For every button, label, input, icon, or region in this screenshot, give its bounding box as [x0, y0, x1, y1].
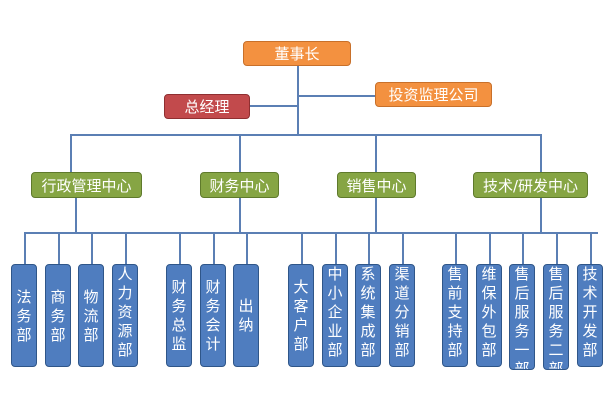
connector-centers-bus: [70, 134, 541, 136]
department-node[interactable]: 法务部: [11, 264, 37, 367]
department-node[interactable]: 出纳: [233, 264, 259, 367]
admin-center-node[interactable]: 行政管理中心: [31, 172, 142, 198]
connector-department-drop: [402, 232, 404, 266]
department-node[interactable]: 人力资源部: [112, 264, 138, 367]
connector-department-drop: [455, 232, 457, 266]
department-label: 售前支持部: [447, 265, 463, 359]
department-node[interactable]: 财务总监: [166, 264, 192, 367]
department-node[interactable]: 渠道分销部: [389, 264, 415, 367]
department-label: 中小企业部: [327, 265, 343, 359]
tech-rd-center-node[interactable]: 技术/研发中心: [473, 172, 588, 198]
department-label: 售后服务一部: [514, 265, 530, 370]
connector-admin-center-up: [70, 134, 72, 172]
connector-department-drop: [246, 232, 248, 266]
general-manager-node[interactable]: 总经理: [164, 94, 250, 119]
department-node[interactable]: 商务部: [45, 264, 71, 367]
connector-department-drop: [179, 232, 181, 266]
connector-finance-center-down: [239, 197, 241, 233]
connector-department-drop: [213, 232, 215, 266]
department-label: 商务部: [50, 288, 66, 344]
department-node[interactable]: 售后服务二部: [543, 264, 569, 370]
connector-department-drop: [24, 232, 26, 266]
department-label: 技术开发部: [582, 265, 598, 359]
chairman-node[interactable]: 董事长: [243, 41, 351, 66]
chairman-label: 董事长: [274, 45, 320, 63]
department-node[interactable]: 售后服务一部: [509, 264, 535, 370]
connector-department-drop: [556, 232, 558, 266]
connector-departments-bus: [26, 232, 598, 234]
general-manager-label: 总经理: [184, 98, 230, 116]
department-node[interactable]: 维保外包部: [476, 264, 502, 367]
connector-sales-center-down: [375, 197, 377, 233]
department-node[interactable]: 物流部: [78, 264, 104, 367]
department-label: 人力资源部: [117, 265, 133, 359]
connector-department-drop: [91, 232, 93, 266]
connector-gm-branch: [249, 105, 298, 107]
department-node[interactable]: 中小企业部: [322, 264, 348, 367]
investment-supervision-company-label: 投资监理公司: [388, 86, 479, 104]
connector-department-drop: [590, 232, 592, 266]
tech-rd-center-label: 技术/研发中心: [482, 176, 579, 195]
department-label: 财务总监: [171, 278, 187, 353]
connector-department-drop: [335, 232, 337, 266]
connector-department-drop: [58, 232, 60, 266]
department-label: 大客户部: [293, 278, 309, 353]
connector-sales-center-up: [375, 134, 377, 172]
department-node[interactable]: 财务会计: [200, 264, 226, 367]
department-label: 维保外包部: [481, 265, 497, 359]
connector-finance-center-up: [239, 134, 241, 172]
department-label: 出纳: [238, 297, 254, 334]
department-label: 系统集成部: [360, 265, 376, 359]
department-label: 物流部: [83, 288, 99, 344]
sales-center-node[interactable]: 销售中心: [337, 172, 416, 198]
sales-center-label: 销售中心: [346, 176, 407, 195]
connector-department-drop: [522, 232, 524, 266]
connector-admin-center-down: [75, 197, 77, 233]
investment-supervision-company-node[interactable]: 投资监理公司: [375, 82, 492, 107]
department-label: 售后服务二部: [548, 265, 564, 370]
connector-department-drop: [368, 232, 370, 266]
department-node[interactable]: 技术开发部: [577, 264, 603, 367]
department-node[interactable]: 大客户部: [288, 264, 314, 367]
department-label: 财务会计: [205, 278, 221, 353]
department-node[interactable]: 系统集成部: [355, 264, 381, 367]
department-label: 渠道分销部: [394, 265, 410, 359]
connector-department-drop: [489, 232, 491, 266]
connector-investment-branch: [297, 95, 375, 97]
admin-center-label: 行政管理中心: [41, 176, 132, 195]
connector-department-drop: [301, 232, 303, 266]
finance-center-label: 财务中心: [209, 176, 270, 195]
department-label: 法务部: [16, 288, 32, 344]
connector-department-drop: [125, 232, 127, 266]
department-node[interactable]: 售前支持部: [442, 264, 468, 367]
finance-center-node[interactable]: 财务中心: [200, 172, 279, 198]
connector-tech-center-down: [540, 197, 542, 233]
connector-chairman-trunk: [297, 66, 299, 135]
connector-tech-center-up: [540, 134, 542, 172]
